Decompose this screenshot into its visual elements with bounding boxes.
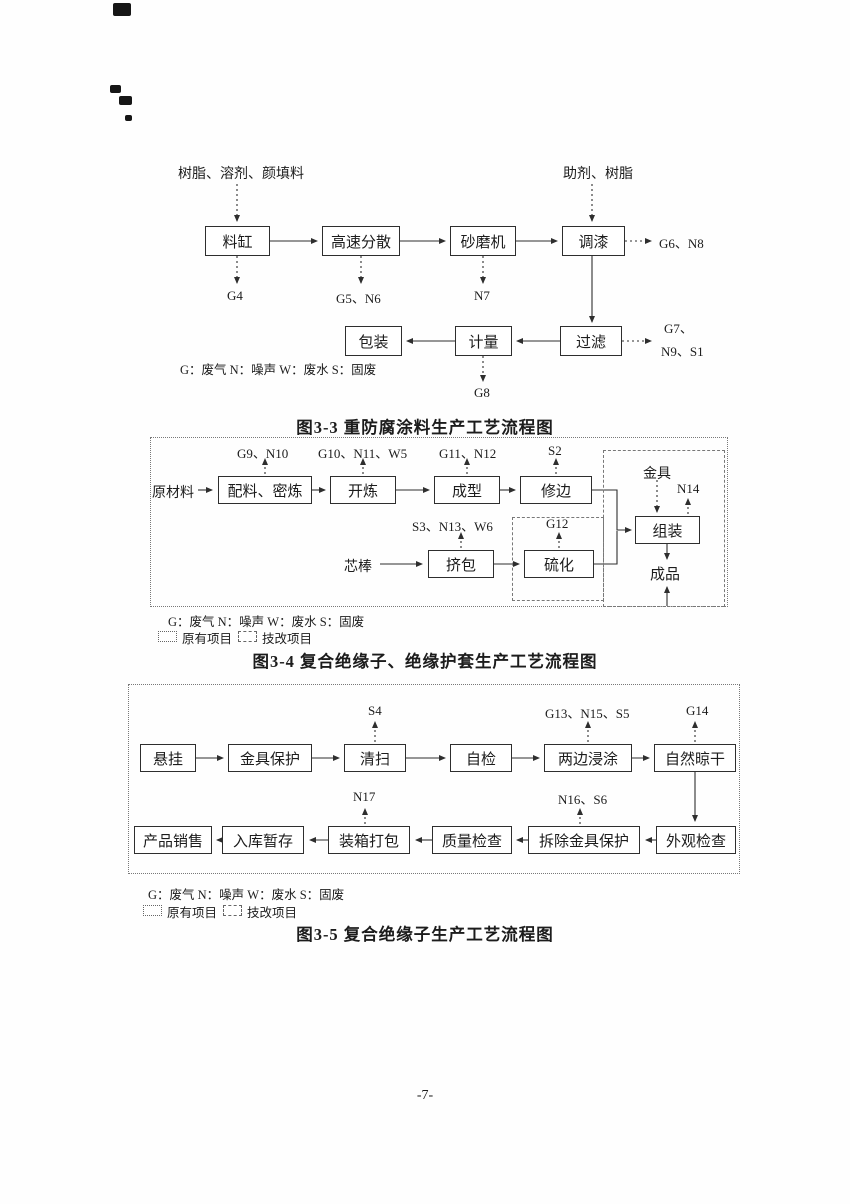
flow-node-packing: 包装: [345, 326, 402, 356]
input-label-core-rod: 芯棒: [344, 560, 372, 575]
flow-node-molding: 成型: [434, 476, 500, 504]
flow-node-extrusion: 挤包: [428, 550, 494, 578]
flow-node-open-milling: 开炼: [330, 476, 396, 504]
flow-node-paint-mixing: 调漆: [562, 226, 625, 256]
emission-label-g11-n12: G11、N12: [439, 446, 497, 461]
fig33-caption: 图3-3 重防腐涂料生产工艺流程图: [296, 418, 554, 437]
flow-node-boxing-packing: 装箱打包: [328, 826, 410, 854]
emission-label-n17: N17: [353, 789, 376, 804]
flow-node-batching-mixing: 配料、密炼: [218, 476, 312, 504]
product-label-finished: 成品: [650, 567, 681, 583]
fig33-legend: G：废气 N：噪声 W：废水 S：固废: [180, 363, 377, 377]
emission-label-g6-n8: G6、N8: [659, 236, 704, 251]
scan-artifact: [113, 3, 131, 16]
fig34-existing-project-region: [150, 437, 728, 607]
emission-label-g7: G7、: [664, 321, 693, 336]
legend-label-existing: 原有项目: [167, 906, 218, 920]
flow-node-filtering: 过滤: [560, 326, 622, 356]
flow-node-quality-inspection: 质量检查: [432, 826, 512, 854]
emission-label-g4: G4: [227, 288, 243, 303]
flow-node-cleaning: 清扫: [344, 744, 406, 772]
flow-node-self-inspection: 自检: [450, 744, 512, 772]
flow-node-remove-fitting-protection: 拆除金具保护: [528, 826, 640, 854]
fig35-caption: 图3-5 复合绝缘子生产工艺流程图: [296, 925, 554, 944]
fig35-existing-project-region: [128, 684, 740, 874]
emission-label-g13-n15-s5: G13、N15、S5: [545, 706, 630, 721]
emission-label-g10-n11-w5: G10、N11、W5: [318, 446, 408, 461]
flow-node-natural-drying: 自然晾干: [654, 744, 736, 772]
legend-swatch-existing: [143, 905, 162, 916]
emission-label-n14: N14: [677, 481, 700, 496]
flow-node-assembly: 组装: [635, 516, 700, 544]
input-label-raw-material: 原材料: [152, 486, 194, 501]
fig35-legend: G：废气 N：噪声 W：废水 S：固废: [148, 888, 345, 902]
emission-label-g9-n10: G9、N10: [237, 446, 289, 461]
emission-label-n9-s1: N9、S1: [661, 344, 704, 359]
legend-label-existing: 原有项目: [182, 632, 233, 646]
legend-swatch-renovation: [238, 631, 257, 642]
flow-node-fitting-protection: 金具保护: [228, 744, 312, 772]
flow-node-vulcanization: 硫化: [524, 550, 594, 578]
flow-node-product-sales: 产品销售: [134, 826, 212, 854]
legend-swatch-existing: [158, 631, 177, 642]
fig34-renovation-region-vulcanization: [512, 517, 604, 601]
flow-node-material-tank: 料缸: [205, 226, 270, 256]
emission-label-g5-n6: G5、N6: [336, 291, 381, 306]
scan-artifact: [119, 96, 132, 105]
page-number: -7-: [416, 1088, 434, 1103]
flow-node-hanging: 悬挂: [140, 744, 196, 772]
fig34-legend: G：废气 N：噪声 W：废水 S：固废: [168, 615, 365, 629]
input-label-metal-fitting: 金具: [643, 467, 671, 482]
fig34-caption: 图3-4 复合绝缘子、绝缘护套生产工艺流程图: [252, 652, 598, 671]
emission-label-g14: G14: [686, 703, 709, 718]
emission-label-g12: G12: [546, 516, 569, 531]
flow-node-metering: 计量: [455, 326, 512, 356]
emission-label-n16-s6: N16、S6: [558, 792, 608, 807]
flow-node-dip-coating: 两边浸涂: [544, 744, 632, 772]
emission-label-s4: S4: [368, 703, 382, 718]
scan-artifact: [110, 85, 121, 93]
legend-label-renovation: 技改项目: [262, 632, 313, 646]
legend-label-renovation: 技改项目: [247, 906, 298, 920]
emission-label-g8: G8: [474, 385, 490, 400]
legend-swatch-renovation: [223, 905, 242, 916]
flow-node-trimming: 修边: [520, 476, 592, 504]
emission-label-s2: S2: [548, 443, 562, 458]
flow-node-sand-mill: 砂磨机: [450, 226, 516, 256]
scan-artifact: [125, 115, 132, 121]
flow-node-high-speed-dispersion: 高速分散: [322, 226, 400, 256]
flow-node-warehouse-storage: 入库暂存: [222, 826, 304, 854]
emission-label-n7: N7: [474, 288, 490, 303]
emission-label-s3-n13-w6: S3、N13、W6: [412, 519, 493, 534]
flow-node-appearance-inspection: 外观检查: [656, 826, 736, 854]
input-label-additive-resin: 助剂、树脂: [563, 167, 633, 182]
input-label-resin-solvent-filler: 树脂、溶剂、颜填料: [178, 167, 304, 182]
